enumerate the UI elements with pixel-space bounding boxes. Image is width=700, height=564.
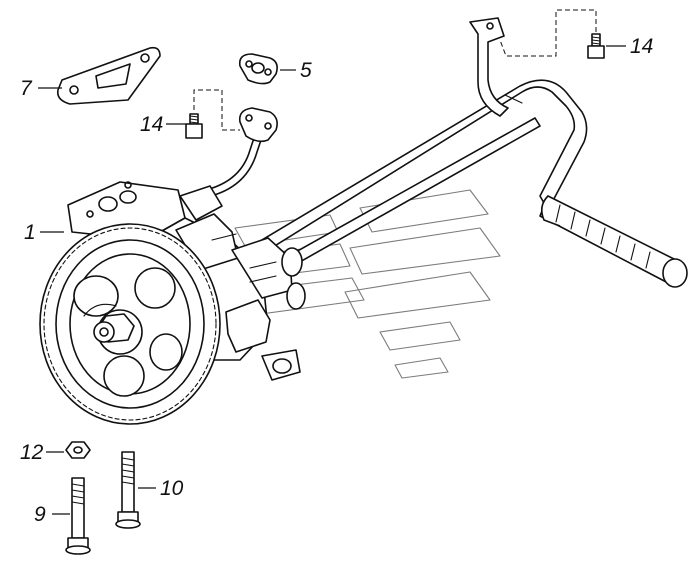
callout-9: 9 [34, 503, 46, 526]
callout-14-left: 14 [140, 113, 164, 136]
callout-12: 12 [20, 441, 44, 464]
leader-lines [38, 45, 626, 515]
callout-14-right: 14 [630, 35, 654, 58]
flange-5 [238, 53, 278, 85]
drive-gear [39, 223, 221, 425]
callout-7: 7 [20, 77, 32, 100]
callout-1: 1 [24, 221, 36, 244]
callout-5: 5 [300, 59, 312, 82]
nut-12 [65, 441, 91, 459]
callout-10: 10 [160, 477, 184, 500]
gasket-7 [56, 46, 161, 105]
bolt-14-left [185, 89, 240, 139]
bolt-10 [115, 451, 141, 529]
oil-pickup-pipe [214, 17, 688, 288]
bolt-14-right [499, 9, 605, 59]
bolt-9 [65, 477, 91, 555]
line-flange [238, 107, 278, 143]
